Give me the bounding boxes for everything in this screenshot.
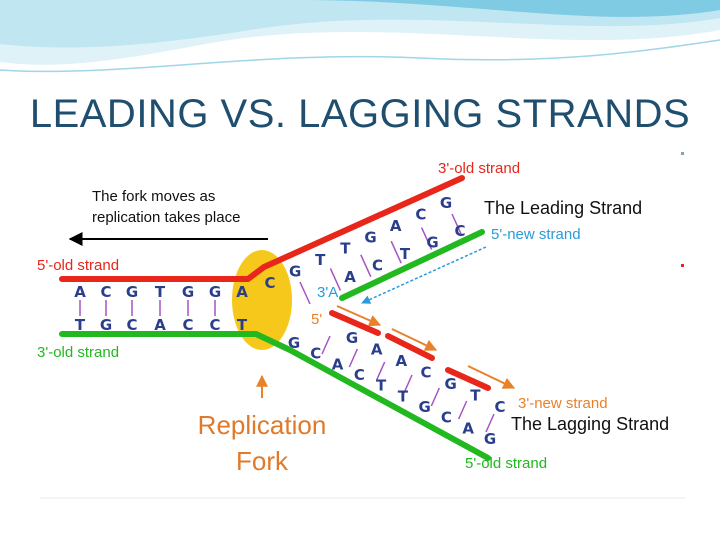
base-top-left-1: C [100, 283, 111, 301]
strands [59, 175, 491, 461]
base-lower-inner-4: G [445, 375, 457, 393]
label-fork: Fork [236, 446, 289, 476]
rung-lower-3 [403, 374, 413, 394]
rung-lower-6 [485, 413, 495, 433]
base-bottom-left-5: C [209, 316, 220, 334]
base-lower-outer-5: T [398, 387, 409, 405]
base-bottom-left-2: C [126, 316, 137, 334]
base-lower-inner-3: C [420, 364, 431, 382]
base-bottom-left-4: C [182, 316, 193, 334]
slide-mark [681, 152, 684, 155]
label-replication: Replication [198, 410, 327, 440]
rung-lower-5 [457, 400, 468, 420]
lagging-synthesis-arrow-2 [391, 328, 438, 351]
base-lower-outer-8: A [462, 419, 474, 437]
base-upper-outer-2: T [315, 251, 326, 269]
base-lower-inner-5: T [470, 387, 481, 405]
base-upper-outer-0: C [264, 274, 275, 292]
header-waves [0, 0, 720, 73]
base-upper-inner-2: T [400, 245, 411, 263]
base-lower-inner-2: A [396, 352, 408, 370]
base-lower-inner-6: C [494, 398, 505, 416]
rung-upper-2 [360, 254, 372, 278]
base-lower-inner-1: A [371, 341, 383, 359]
rung-upper-3 [390, 240, 402, 264]
rung-lower-0 [321, 335, 331, 355]
slide-title: LEADING VS. LAGGING STRANDS [29, 92, 691, 136]
base-bottom-left-3: A [154, 316, 166, 334]
base-lower-outer-0: G [288, 334, 300, 352]
rung-upper-4 [420, 227, 433, 250]
base-lower-outer-7: C [441, 409, 452, 427]
label-new-strand-leading: 5'-new strand [491, 226, 581, 243]
rung-upper-5 [451, 213, 463, 237]
base-upper-inner-3: G [426, 234, 438, 252]
base-top-left-6: A [236, 283, 248, 301]
old-strand-bottom [59, 331, 491, 461]
label-five-prime: 5' [311, 311, 322, 328]
base-lower-outer-2: A [332, 355, 344, 373]
lagging-synthesis-arrow-3 [467, 365, 516, 389]
leading-synthesis-arrow [361, 246, 487, 304]
okazaki-fragment-2 [385, 333, 435, 361]
base-lower-inner-0: G [346, 329, 358, 347]
rung-lower-1 [348, 348, 359, 368]
base-bottom-left-0: T [75, 316, 86, 334]
label-old-strand-top-right: 3'-old strand [438, 160, 520, 177]
okazaki-fragment-3 [445, 367, 491, 391]
nucleotide-bases: ATCGGCTAGCGCATCGTTGACGACTGCGCACTTGCAGGAA… [74, 194, 505, 448]
base-bottom-left-6: T [237, 316, 248, 334]
base-upper-outer-3: T [340, 240, 351, 258]
slide-mark [681, 264, 684, 267]
rung-upper-0 [299, 281, 311, 305]
label-old-strand-bottom-right: 5'-old strand [465, 455, 547, 472]
base-top-left-5: G [209, 283, 221, 301]
base-upper-inner-0: A [344, 268, 356, 286]
label-new-strand-lagging: 3'-new strand [518, 395, 608, 412]
base-top-left-4: G [182, 283, 194, 301]
replication-fork-bubble [232, 250, 292, 350]
new-strand-leading [339, 229, 485, 301]
label-lagging-strand: The Lagging Strand [511, 414, 669, 434]
base-top-left-3: T [155, 283, 166, 301]
base-top-left-2: G [126, 283, 138, 301]
lagging-synthesis-arrow-1 [336, 305, 382, 327]
rung-lower-2 [375, 361, 386, 381]
old-strand-top [59, 175, 465, 282]
direction-arrows [68, 232, 516, 398]
base-upper-outer-6: C [415, 205, 426, 223]
base-upper-outer-5: A [390, 217, 402, 235]
base-top-left-0: A [74, 283, 86, 301]
base-bottom-left-1: G [100, 316, 112, 334]
base-upper-inner-4: C [454, 222, 465, 240]
base-lower-outer-6: G [419, 398, 431, 416]
fork-note-line-2: replication takes place [92, 209, 240, 226]
label-leading-strand: The Leading Strand [484, 198, 642, 218]
base-upper-outer-4: G [364, 228, 376, 246]
label-old-strand-top-left: 5'-old strand [37, 257, 119, 274]
rung-lower-4 [430, 387, 441, 407]
okazaki-fragment-1 [329, 310, 381, 336]
base-lower-outer-9: G [484, 430, 496, 448]
fork-note-line-1: The fork moves as [92, 188, 215, 205]
base-upper-outer-7: G [440, 194, 452, 212]
base-pair-rungs [79, 213, 495, 433]
label-three-prime-a: 3'A [317, 284, 338, 301]
base-upper-outer-1: G [289, 263, 301, 281]
rung-upper-1 [329, 268, 342, 291]
label-old-strand-bottom-left: 3'-old strand [37, 344, 119, 361]
base-lower-outer-1: C [310, 345, 321, 363]
labels: The fork moves as replication takes plac… [37, 160, 669, 476]
base-lower-outer-4: T [376, 377, 387, 395]
base-upper-inner-1: C [372, 257, 383, 275]
base-lower-outer-3: C [354, 366, 365, 384]
